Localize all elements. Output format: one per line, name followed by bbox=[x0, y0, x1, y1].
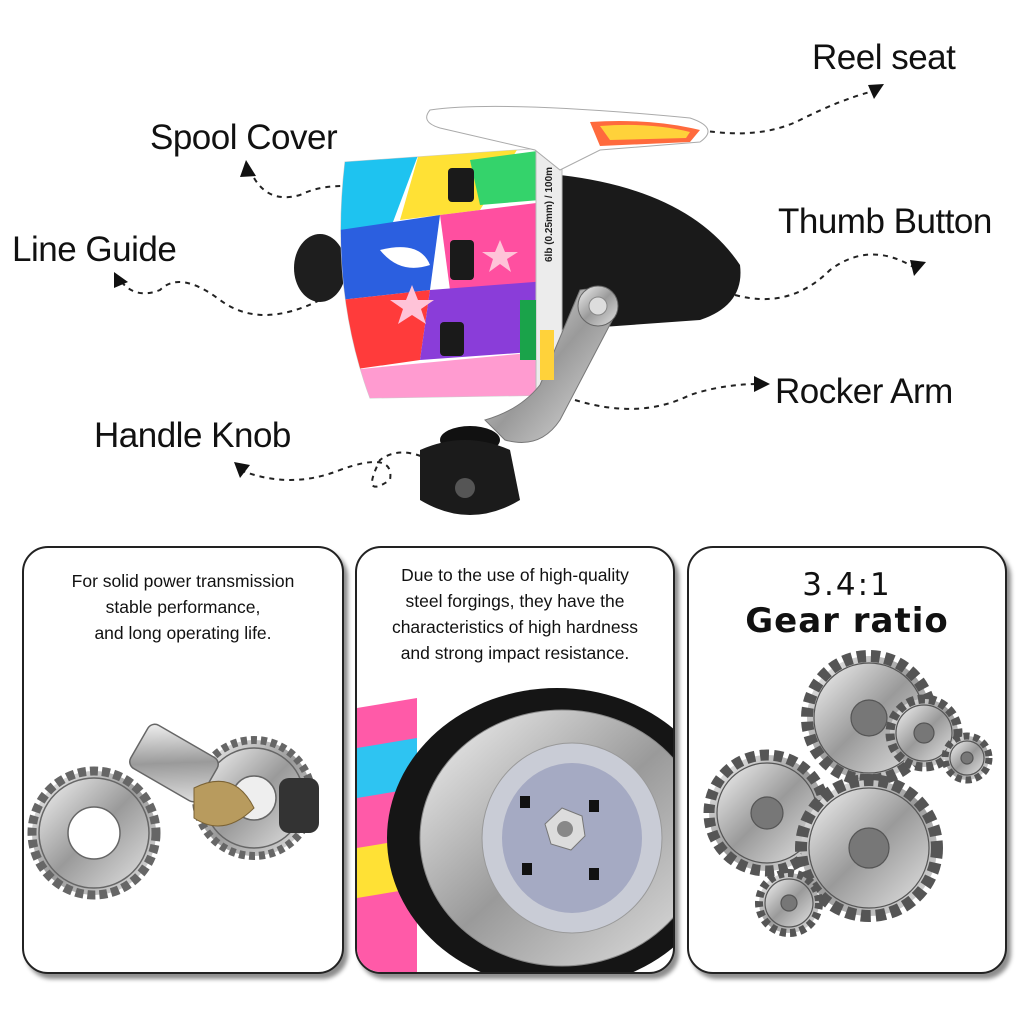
gear-ratio-label: Gear ratio bbox=[745, 601, 949, 641]
rocker-arm-leader bbox=[574, 383, 756, 410]
reel-seat-leader bbox=[699, 91, 871, 135]
handle-knob bbox=[420, 440, 520, 515]
reel-seat-arrowhead bbox=[868, 84, 884, 99]
thumb-button-arrowhead bbox=[910, 260, 926, 276]
spool-cover-label: Spool Cover bbox=[150, 118, 338, 157]
spool-cover-closeup-image bbox=[357, 688, 673, 972]
caption-line: steel forgings, they have the bbox=[405, 591, 625, 611]
line-guide-arrowhead bbox=[114, 272, 128, 288]
caption-line: and long operating life. bbox=[94, 623, 272, 643]
steel-forgings-card: Due to the use of high-quality steel for… bbox=[355, 546, 675, 974]
reel-line-capacity-marking: 6lb (0.25mm) / 100m bbox=[544, 167, 555, 262]
spool-cover-arrowhead bbox=[240, 160, 256, 177]
handle-knob-arrowhead bbox=[234, 462, 250, 478]
gear-cluster-image bbox=[703, 650, 993, 937]
rocker-arm-label: Rocker Arm bbox=[775, 372, 953, 411]
gear-ratio: 3.4:1 Gear ratio bbox=[689, 568, 1005, 640]
gear-ratio-value: 3.4:1 bbox=[802, 567, 892, 603]
caption-line: stable performance, bbox=[105, 597, 261, 617]
internal-gears-image bbox=[27, 723, 319, 900]
handle-knob-label: Handle Knob bbox=[94, 416, 291, 455]
spool-cover-leader bbox=[249, 169, 381, 199]
gear-transmission-caption: For solid power transmission stable perf… bbox=[24, 568, 342, 646]
gear-transmission-card: For solid power transmission stable perf… bbox=[22, 546, 344, 974]
gear-ratio-card: 3.4:1 Gear ratio bbox=[687, 546, 1007, 974]
spincast-reel-illustration: 6lb (0.25mm) / 100m bbox=[114, 84, 926, 515]
thumb-button-label: Thumb Button bbox=[778, 202, 992, 241]
line-guide-leader bbox=[119, 279, 321, 316]
handle-knob-leader bbox=[239, 451, 431, 488]
rocker-arm-arrowhead bbox=[754, 376, 770, 392]
line-guide-label: Line Guide bbox=[12, 230, 177, 269]
steel-forgings-caption: Due to the use of high-quality steel for… bbox=[357, 562, 673, 666]
thumb-button-leader bbox=[734, 253, 916, 301]
caption-line: and strong impact resistance. bbox=[400, 643, 630, 663]
caption-line: characteristics of high hardness bbox=[391, 617, 639, 637]
line-guide-nose bbox=[294, 234, 346, 302]
caption-line: For solid power transmission bbox=[71, 571, 295, 591]
reel-seat-label: Reel seat bbox=[812, 38, 956, 77]
caption-line: Due to the use of high-quality bbox=[401, 565, 629, 585]
